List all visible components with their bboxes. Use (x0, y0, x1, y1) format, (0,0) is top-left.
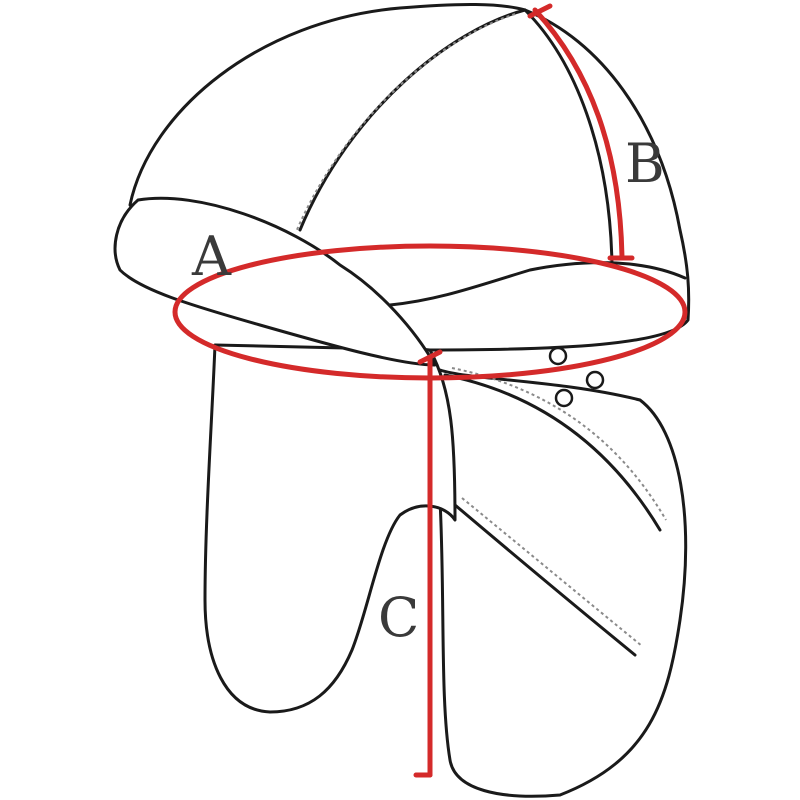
label-b: B (625, 132, 665, 195)
right-ear-flap (436, 368, 688, 798)
measurement-c-tick-top (417, 349, 443, 365)
hat-visor (113, 196, 437, 367)
flap-seam-lower (453, 503, 637, 657)
flap-seam-upper (443, 373, 662, 532)
left-ear-flap (203, 343, 457, 714)
crown-seam-right (523, 8, 614, 267)
crown-band-line (388, 261, 687, 307)
flap-seam-lower-stitch (461, 497, 643, 647)
measurement-b-depth-line (532, 7, 625, 261)
label-a: A (191, 225, 232, 288)
measurement-b-tick-top (527, 3, 553, 19)
vent-hole-icon (585, 370, 605, 390)
vent-hole-icon (548, 346, 568, 366)
label-c: C (378, 586, 419, 649)
vent-hole-icon (554, 388, 574, 408)
